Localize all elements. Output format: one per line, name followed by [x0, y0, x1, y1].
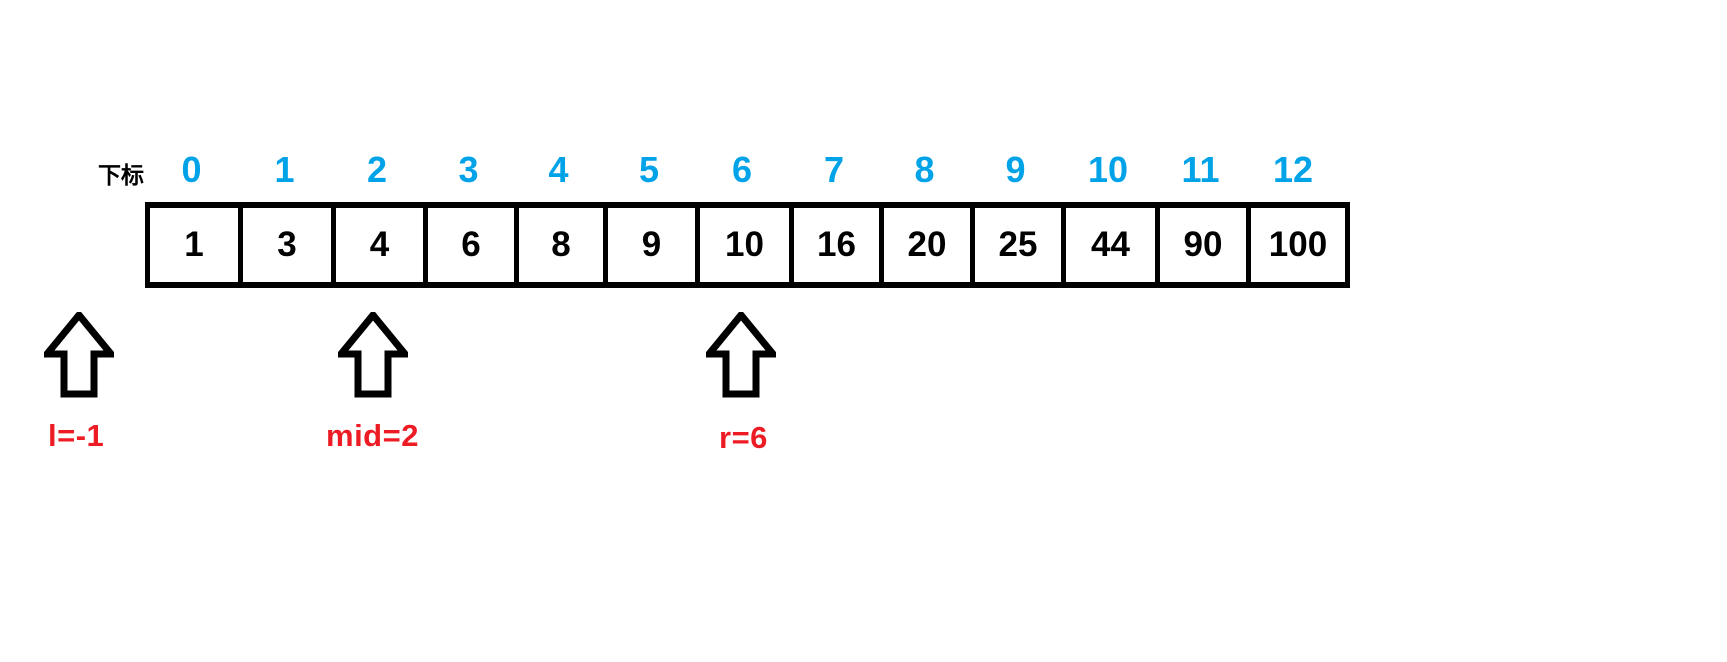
array-cell[interactable]: 16	[794, 208, 884, 282]
array-cell[interactable]: 90	[1160, 208, 1251, 282]
index-label-0: 0	[181, 149, 202, 190]
array-cell[interactable]: 44	[1066, 208, 1160, 282]
index-label-12: 12	[1272, 149, 1314, 190]
index-label-7: 7	[823, 149, 845, 190]
array-cell[interactable]: 9	[608, 208, 700, 282]
up-arrow-icon-mid	[338, 312, 408, 398]
index-label-1: 1	[274, 149, 295, 190]
index-label-4: 4	[548, 149, 569, 190]
index-label-11: 11	[1181, 149, 1220, 190]
up-arrow-icon-left	[44, 312, 114, 398]
array-cell[interactable]: 10	[700, 208, 794, 282]
index-label-2: 2	[366, 149, 388, 190]
array-cell[interactable]: 8	[519, 208, 608, 282]
array-cell[interactable]: 4	[336, 208, 428, 282]
array-container: 1 3 4 6 8 9 10 16 20 25 44 90 100	[145, 202, 1350, 288]
pointer-label-right: r=6	[719, 420, 768, 455]
array-cell[interactable]: 6	[428, 208, 519, 282]
index-label-10: 10	[1087, 149, 1129, 190]
array-cell[interactable]: 1	[150, 208, 243, 282]
pointer-label-left: l=-1	[48, 418, 105, 453]
index-label-5: 5	[638, 149, 660, 190]
array-cell[interactable]: 100	[1251, 208, 1345, 282]
array-cell[interactable]: 20	[884, 208, 975, 282]
up-arrow-icon-right	[706, 312, 776, 398]
array-cell[interactable]: 3	[243, 208, 336, 282]
index-label-9: 9	[1005, 149, 1026, 190]
pointer-label-mid: mid=2	[326, 418, 419, 453]
index-label-8: 8	[914, 149, 935, 190]
index-label-3: 3	[458, 149, 479, 190]
array-cell[interactable]: 25	[975, 208, 1066, 282]
index-caption-label: 下标	[98, 163, 144, 189]
index-label-6: 6	[731, 149, 753, 190]
